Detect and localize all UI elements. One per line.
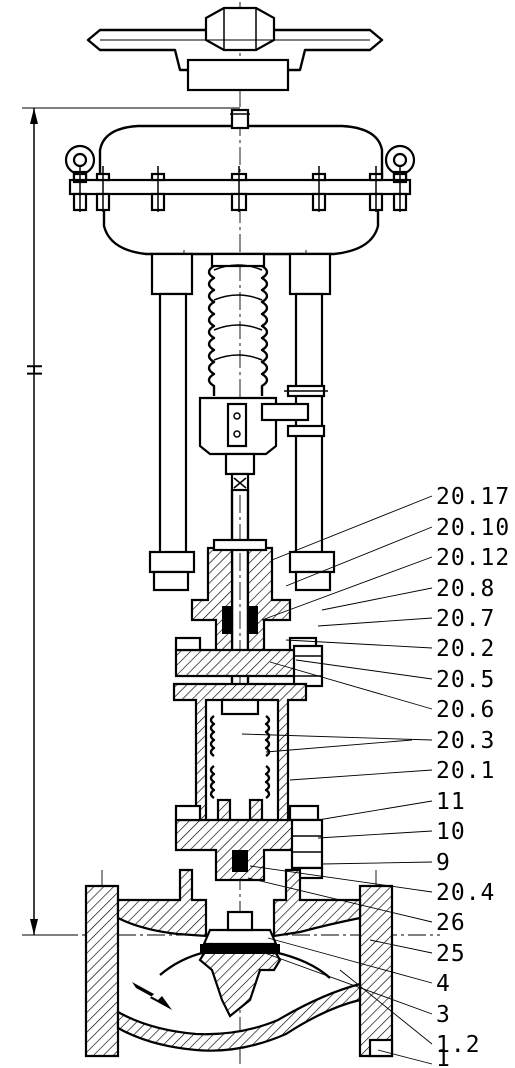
bellows [198, 252, 310, 492]
part-label-20-7: 20.7 [436, 606, 495, 632]
part-label-4: 4 [436, 971, 451, 997]
part-label-9: 9 [436, 850, 451, 876]
part-label-11: 11 [436, 789, 466, 815]
part-label-20-2: 20.2 [436, 636, 495, 662]
part-label-20-4: 20.4 [436, 880, 495, 906]
dimension-H-label: H [23, 364, 47, 376]
part-label-20-5: 20.5 [436, 667, 495, 693]
part-label-10: 10 [436, 819, 466, 845]
part-label-20-12: 20.12 [436, 545, 510, 571]
part-labels: 20.17 20.10 20.12 20.8 20.7 20.2 20.5 20… [436, 484, 510, 1068]
leader-lines [241, 495, 433, 1065]
dimension-H: H [22, 107, 240, 936]
bonnet-top [148, 538, 336, 688]
flange-bolts [72, 166, 408, 212]
part-label-1-2: 1.2 [436, 1032, 481, 1058]
bonnet-body [172, 682, 308, 838]
part-label-20-3: 20.3 [436, 728, 495, 754]
part-label-20-6: 20.6 [436, 697, 495, 723]
handwheel [86, 6, 384, 92]
part-label-3: 3 [436, 1002, 451, 1028]
part-label-25: 25 [436, 941, 466, 967]
part-label-20-1: 20.1 [436, 758, 495, 784]
body-bonnet-flange [174, 804, 324, 882]
part-label-20-17: 20.17 [436, 484, 510, 510]
part-label-26: 26 [436, 910, 466, 936]
part-label-20-8: 20.8 [436, 576, 495, 602]
part-label-1: 1 [436, 1046, 451, 1068]
valve-body [84, 868, 394, 1058]
part-label-20-10: 20.10 [436, 515, 510, 541]
yoke-pillars [150, 252, 332, 556]
